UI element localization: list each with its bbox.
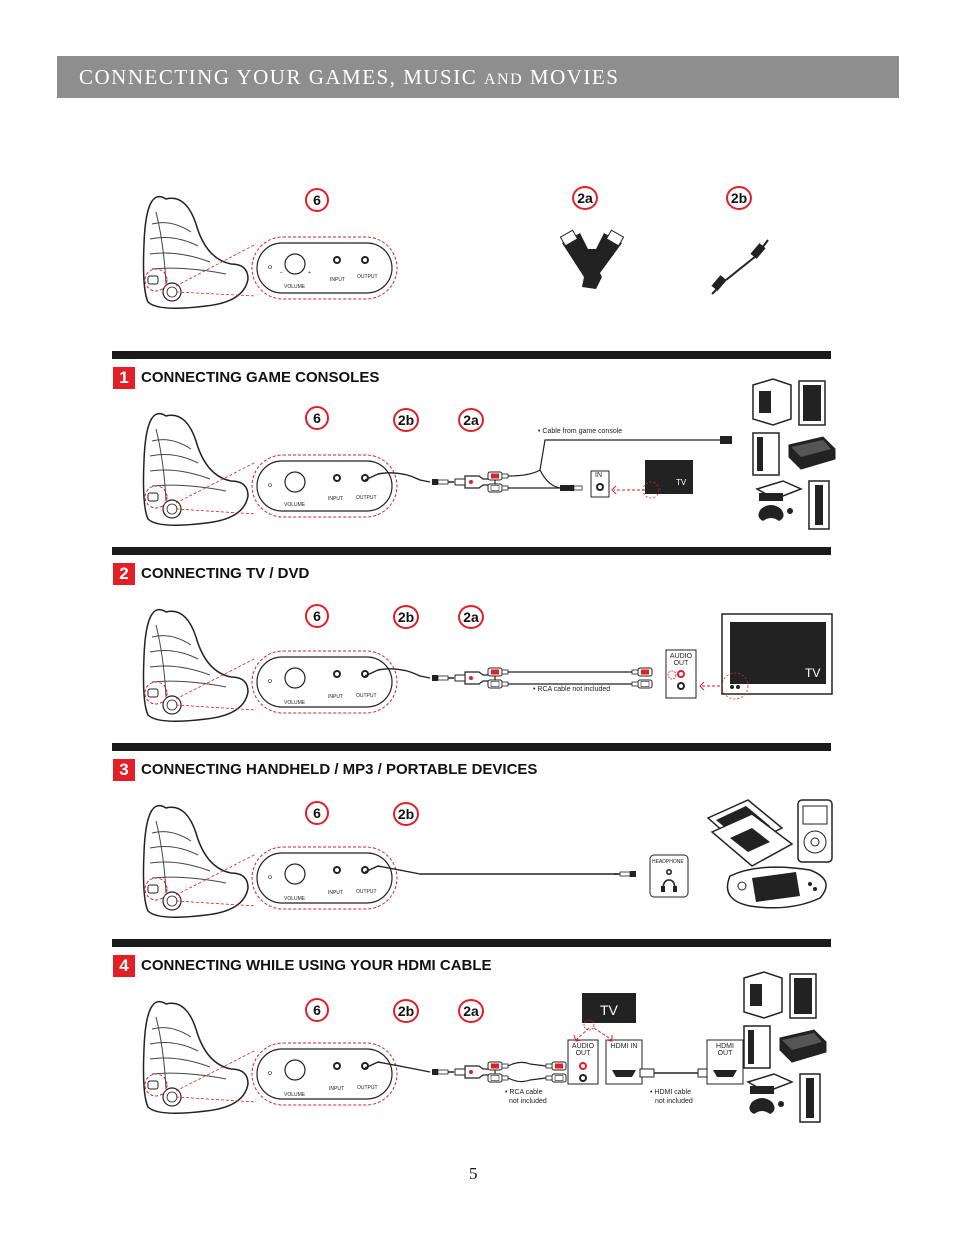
callout-cable: 2b [393, 999, 419, 1023]
panel-volume-label: VOLUME [284, 1092, 306, 1098]
panel-plus-label: + [308, 270, 311, 276]
cable-note: • Cable from game console [538, 428, 623, 435]
callout-adapter: 2a [458, 605, 484, 629]
page-title: Connecting your games, music and movies [79, 65, 620, 89]
headphone-label: HEADPHONE [652, 859, 684, 865]
panel-output-label: OUTPUT [356, 693, 377, 699]
callout-chair: 6 [305, 188, 329, 212]
tv-label: TV [600, 1002, 618, 1018]
rca-note: • RCA cable not included [533, 686, 611, 693]
panel-input-label: INPUT [330, 277, 345, 283]
overview-chair [142, 195, 249, 309]
rca-note-line2: not included [509, 1098, 547, 1105]
section-title: CONNECTING WHILE USING YOUR HDMI CABLE [141, 957, 492, 974]
callout-adapter: 2a [572, 186, 598, 210]
panel-output-label: OUTPUT [356, 495, 377, 501]
hdmi-in-label: HDMI IN [610, 1043, 638, 1050]
callout-chair: 6 [305, 604, 329, 628]
audio-out-label: AUDIO OUT [669, 653, 693, 667]
callout-chair: 6 [305, 998, 329, 1022]
tv-label: TV [805, 666, 821, 680]
section-title: CONNECTING HANDHELD / MP3 / PORTABLE DEV… [141, 761, 538, 778]
header-banner: Connecting your games, music and movies [57, 56, 899, 98]
section-divider [112, 351, 831, 359]
tv-label: TV [676, 478, 687, 487]
hdmi-note-line2: not included [655, 1098, 693, 1105]
hdmi-out-label: HDMI OUT [716, 1043, 734, 1057]
panel-volume-label: VOLUME [284, 284, 306, 290]
audio-out-label: AUDIO OUT [571, 1043, 595, 1057]
callout-cable: 2b [393, 605, 419, 629]
section-title: CONNECTING TV / DVD [141, 565, 310, 582]
section-number: 2 [113, 563, 135, 585]
section-divider [112, 939, 831, 947]
handheld-devices-icon [706, 799, 833, 909]
section-divider [112, 743, 831, 751]
panel-minus-label: – [280, 270, 283, 276]
callout-cable: 2b [393, 802, 419, 826]
overview-panel [251, 236, 398, 300]
panel-input-label: INPUT [328, 694, 343, 700]
panel-input-label: INPUT [329, 1086, 344, 1092]
panel-output-label: OUTPUT [356, 889, 377, 895]
panel-volume-label: VOLUME [284, 896, 306, 902]
callout-adapter: 2a [458, 408, 484, 432]
section-number: 1 [113, 367, 135, 389]
panel-output-label: OUTPUT [357, 274, 378, 280]
panel-volume-label: VOLUME [284, 700, 306, 706]
callout-cable: 2b [726, 186, 752, 210]
panel-volume-label: VOLUME [284, 502, 306, 508]
game-consoles-icon [752, 378, 836, 530]
jack-in-label: IN [595, 472, 602, 479]
section-number: 4 [113, 955, 135, 977]
y-adapter-icon [559, 229, 625, 289]
callout-chair: 6 [305, 406, 329, 430]
audio-cable-icon [711, 239, 769, 295]
callout-adapter: 2a [458, 999, 484, 1023]
panel-output-label: OUTPUT [357, 1085, 378, 1091]
page-number: 5 [469, 1164, 478, 1183]
section-divider [112, 547, 831, 555]
panel-input-label: INPUT [328, 890, 343, 896]
panel-input-label: INPUT [328, 496, 343, 502]
section-number: 3 [113, 759, 135, 781]
section-title: CONNECTING GAME CONSOLES [141, 369, 380, 386]
callout-cable: 2b [393, 408, 419, 432]
rca-note: • RCA cable [505, 1089, 543, 1096]
hdmi-note: • HDMI cable [650, 1089, 691, 1096]
callout-chair: 6 [305, 801, 329, 825]
